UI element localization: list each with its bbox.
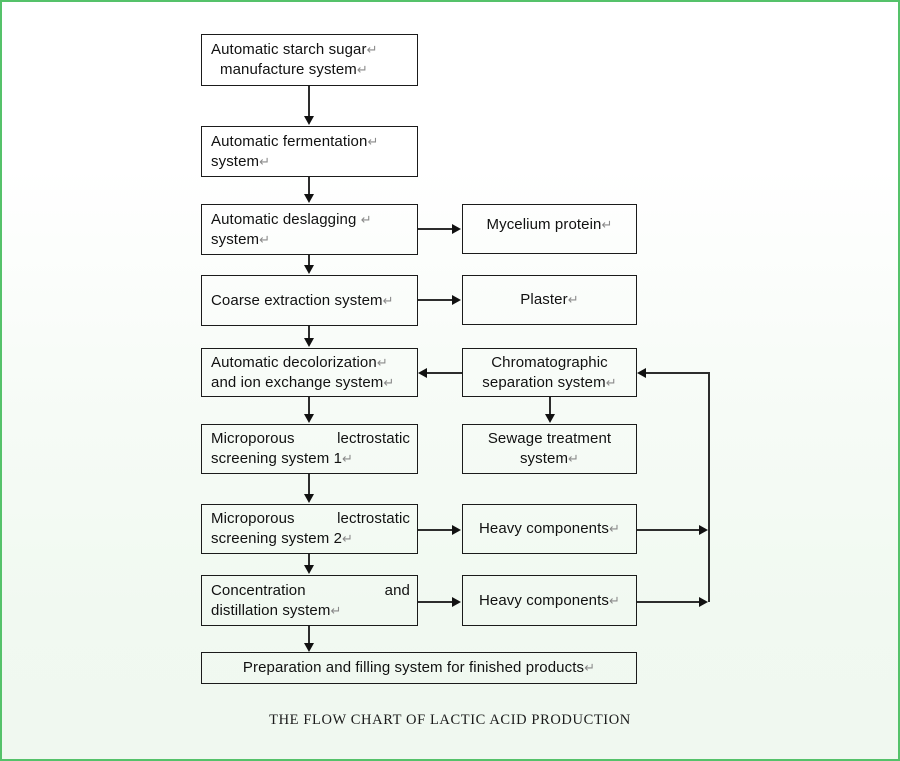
- arrowhead-right: [452, 295, 461, 305]
- return-mark: ↵: [568, 451, 580, 466]
- arrowhead-left: [418, 368, 427, 378]
- return-mark: ↵: [605, 374, 617, 390]
- arrowhead-down: [545, 414, 555, 423]
- arrowhead-right: [699, 597, 708, 607]
- arrowhead-down: [304, 338, 314, 347]
- return-mark: ↵: [609, 520, 620, 536]
- node-label: Mycelium protein↵: [486, 216, 613, 234]
- node-label: Automatic starch sugar↵manufacture syste…: [211, 40, 378, 78]
- node-automatic-starch-sugar-manufacture-system[interactable]: Automatic starch sugar↵manufacture syste…: [201, 34, 418, 86]
- return-mark: ↵: [601, 217, 613, 233]
- node-coarse-extraction-system[interactable]: Coarse extraction system↵: [201, 275, 418, 326]
- connector-heavy-components-2-to-feedback-bus: [637, 601, 701, 603]
- return-mark: ↵: [376, 354, 388, 370]
- node-label: Automatic decolorization↵and ion exchang…: [211, 353, 395, 391]
- return-mark: ↵: [382, 292, 394, 308]
- node-heavy-components-1[interactable]: Heavy components↵: [462, 504, 637, 554]
- node-label: Heavy components↵: [478, 591, 620, 609]
- connector-heavy-components-1-to-feedback-bus: [637, 529, 701, 531]
- node-mycelium-protein[interactable]: Mycelium protein↵: [462, 204, 637, 254]
- return-mark: ↵: [584, 659, 596, 675]
- arrowhead-right: [452, 597, 461, 607]
- arrowhead-down: [304, 194, 314, 203]
- connector-fermentation-to-deslagging: [308, 177, 310, 196]
- connector-concentration-to-preparation: [308, 626, 310, 644]
- connector-deslagging-to-mycelium-protein: [418, 228, 454, 230]
- arrowhead-down: [304, 116, 314, 125]
- chart-caption: THE FLOW CHART OF LACTIC ACID PRODUCTION: [269, 712, 631, 728]
- node-plaster[interactable]: Plaster↵: [462, 275, 637, 325]
- arrowhead-left: [637, 368, 646, 378]
- arrowhead-right: [699, 525, 708, 535]
- return-mark: ↵: [366, 41, 378, 57]
- node-label: Automatic fermentation↵system↵: [211, 132, 379, 170]
- arrowhead-down: [304, 643, 314, 652]
- arrowhead-right: [452, 525, 461, 535]
- node-heavy-components-2[interactable]: Heavy components↵: [462, 575, 637, 626]
- connector-coarse-extraction-to-plaster: [418, 299, 454, 301]
- arrowhead-down: [304, 265, 314, 274]
- node-preparation-and-filling-system-for-finished-products[interactable]: Preparation and filling system for finis…: [201, 652, 637, 684]
- return-mark: ↵: [259, 153, 271, 169]
- arrowhead-down: [304, 494, 314, 503]
- connector-chromatographic-to-sewage-treatment: [549, 397, 551, 415]
- node-label: Coarse extraction system↵: [211, 291, 394, 309]
- return-mark: ↵: [330, 602, 342, 618]
- return-mark: ↵: [609, 592, 620, 608]
- node-label: Automatic deslagging ↵system↵: [211, 210, 372, 248]
- connector-feedback-bus-to-chromatographic: [646, 372, 709, 374]
- node-label: Heavy components↵: [478, 519, 620, 537]
- connector-decolorization-to-screening-1: [308, 397, 310, 415]
- connector-chromatographic-to-decolorization: [426, 372, 462, 374]
- return-mark: ↵: [356, 62, 368, 77]
- return-mark: ↵: [567, 291, 579, 307]
- arrowhead-down: [304, 565, 314, 574]
- arrowhead-right: [452, 224, 461, 234]
- return-mark: ↵: [259, 231, 271, 247]
- connector-coarse-extraction-to-decolorization: [308, 326, 310, 340]
- return-mark: ↵: [383, 374, 395, 390]
- return-mark: ↵: [367, 133, 379, 149]
- connector-screening-2-to-concentration: [308, 554, 310, 567]
- arrowhead-down: [304, 414, 314, 423]
- node-label: Preparation and filling system for finis…: [242, 658, 596, 676]
- return-mark: ↵: [342, 451, 354, 466]
- node-automatic-deslagging-system[interactable]: Automatic deslagging ↵system↵: [201, 204, 418, 255]
- node-label: Plaster↵: [520, 290, 579, 308]
- return-mark: ↵: [360, 211, 372, 227]
- feedback-bus-vertical: [708, 372, 710, 602]
- connector-starch-to-fermentation: [308, 86, 310, 118]
- return-mark: ↵: [342, 531, 354, 546]
- node-automatic-fermentation-system[interactable]: Automatic fermentation↵system↵: [201, 126, 418, 177]
- node-automatic-decolorization-and-ion-exchange-system[interactable]: Automatic decolorization↵and ion exchang…: [201, 348, 418, 397]
- connector-screening-1-to-screening-2: [308, 474, 310, 496]
- connector-concentration-to-heavy-components-2: [418, 601, 454, 603]
- connector-deslagging-to-coarse-extraction: [308, 255, 310, 267]
- connector-screening-2-to-heavy-components-1: [418, 529, 454, 531]
